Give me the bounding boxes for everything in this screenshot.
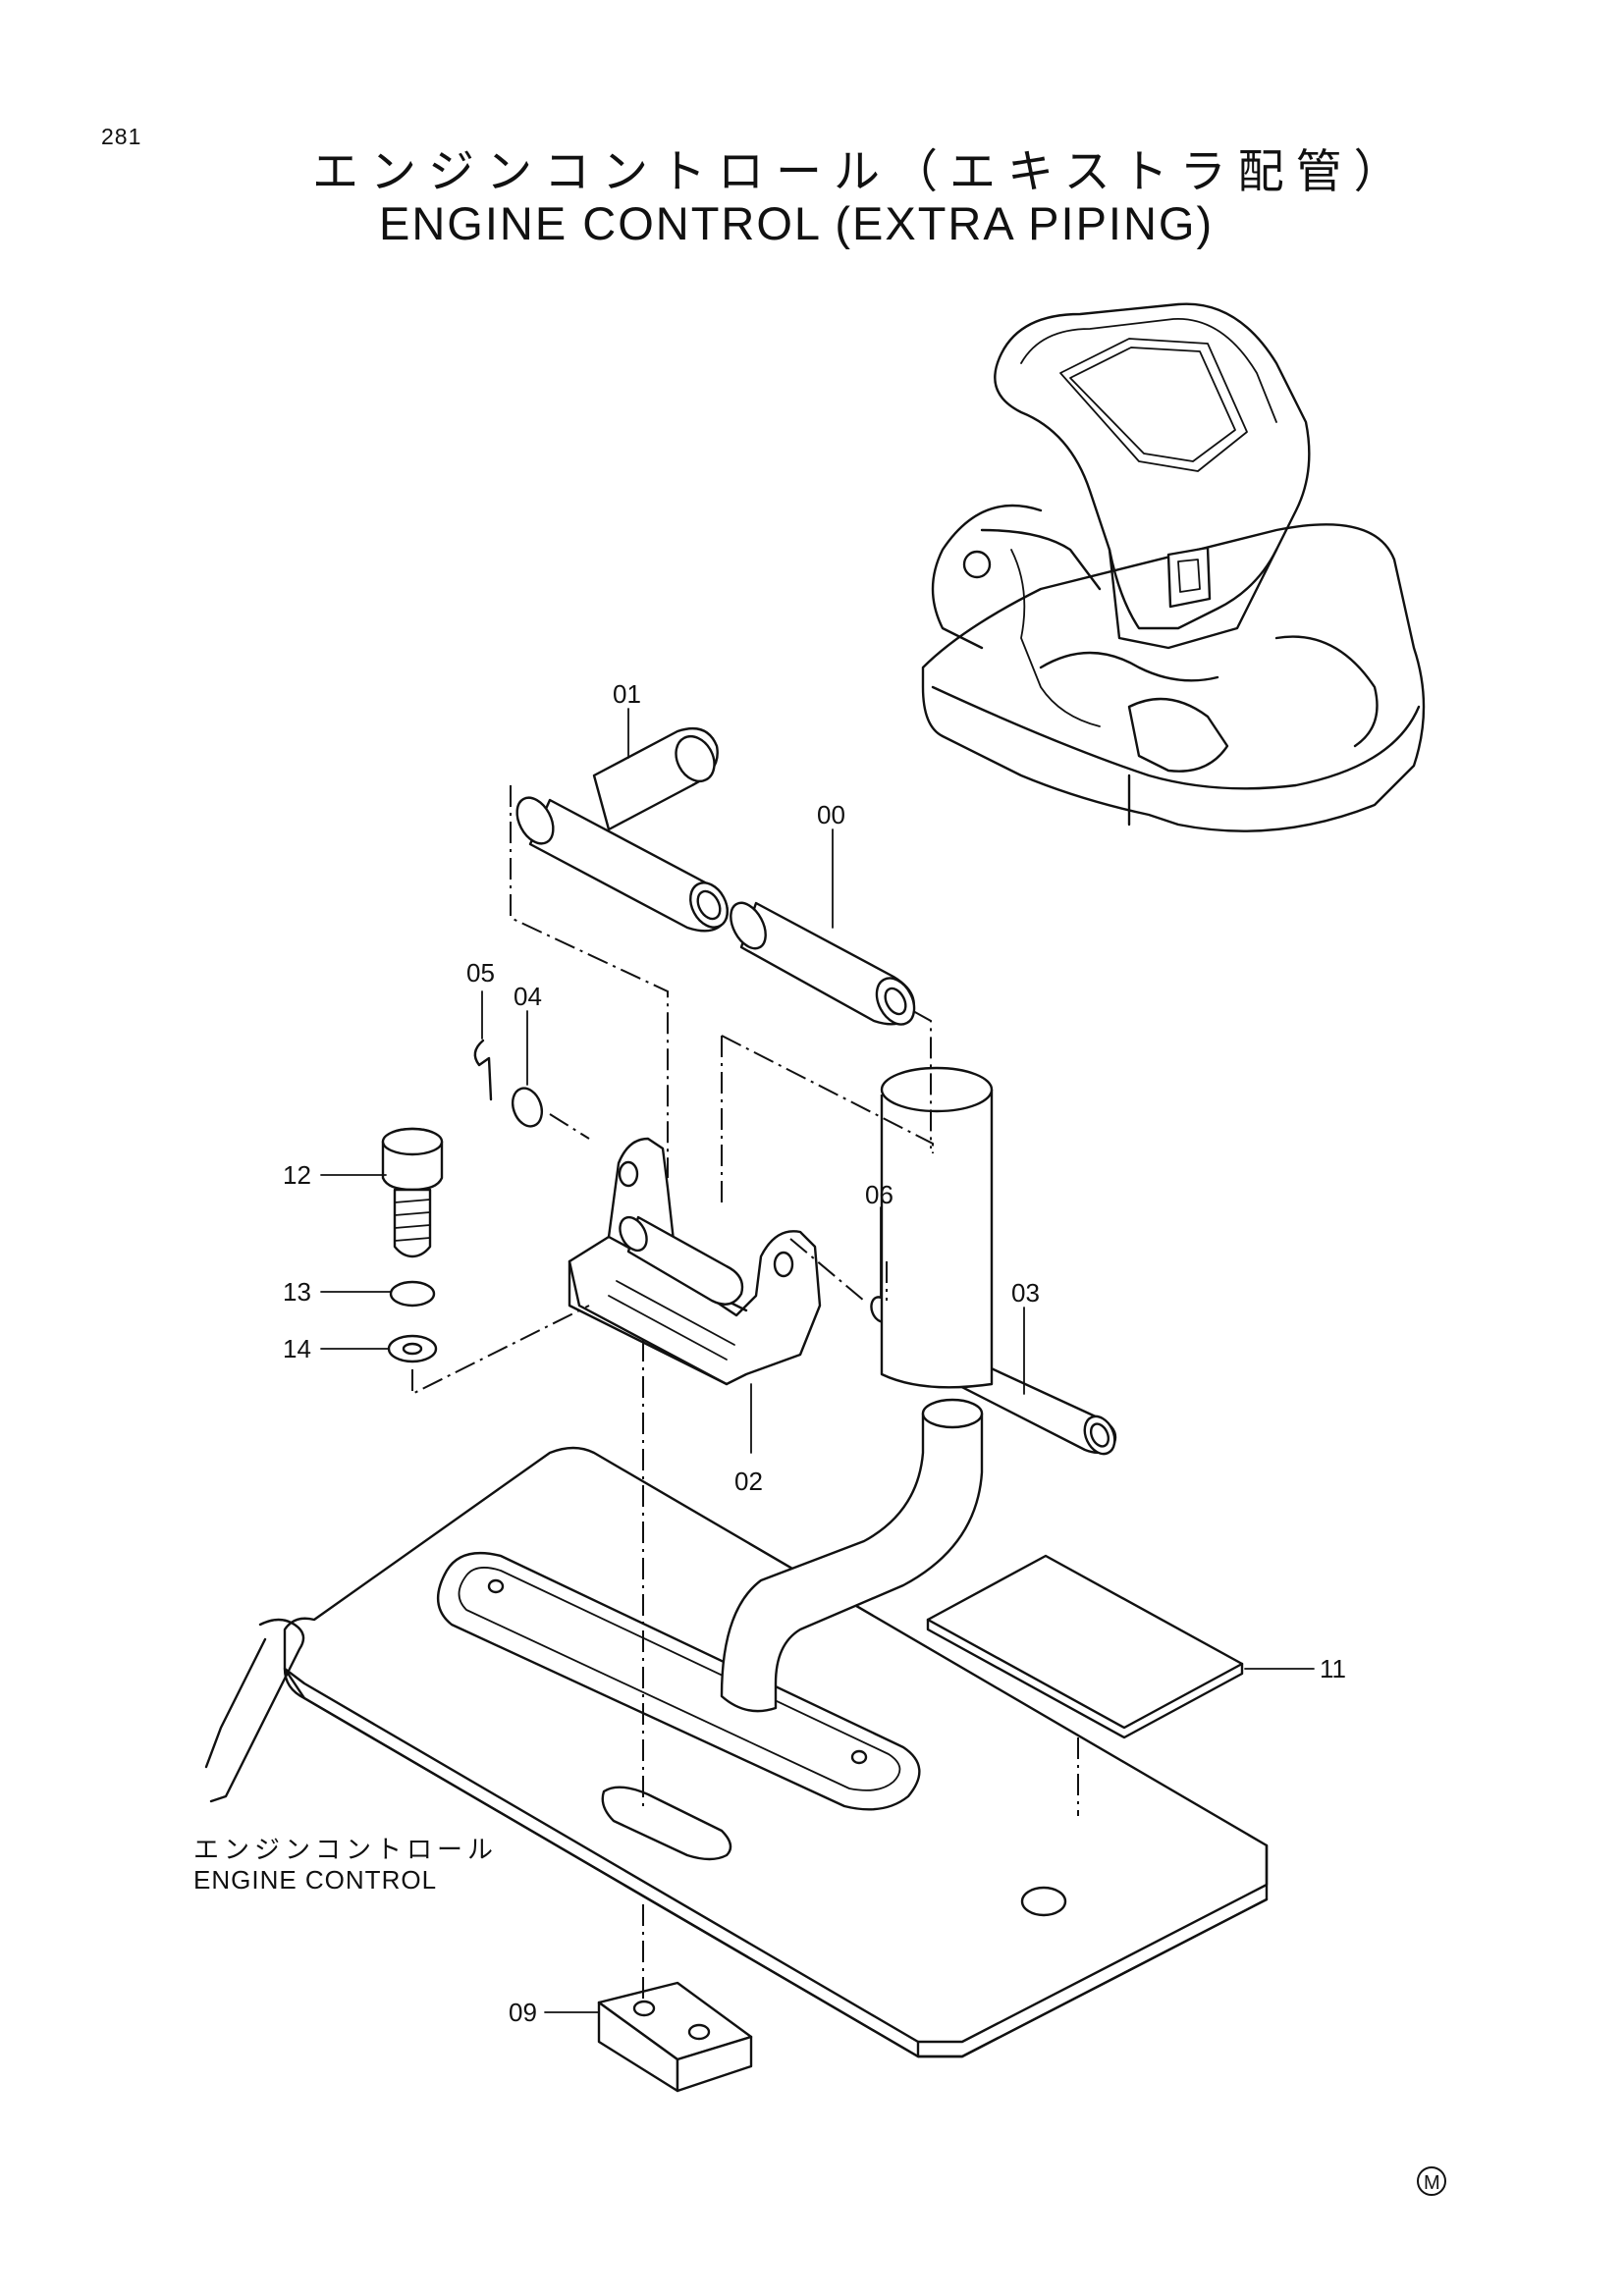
part-02-handle [515, 726, 729, 933]
circled-m-mark: M [1417, 2166, 1446, 2196]
callout-00: 02 [734, 1467, 763, 1496]
assembly-guide-lines [411, 785, 1079, 2002]
part-05-cotter-pin [473, 1039, 493, 1101]
page-number: 281 [101, 124, 142, 149]
callout-03: 03 [1011, 1278, 1040, 1308]
title-english: ENGINE CONTROL (EXTRA PIPING) [379, 197, 1215, 249]
part-04-washer [511, 1087, 544, 1128]
mark-letter: M [1424, 2172, 1440, 2194]
part-13-spring-washer [389, 1280, 436, 1308]
callout-01: 00 [817, 800, 845, 829]
callout-11: 11 [1320, 1654, 1346, 1683]
callout-04: 04 [514, 982, 542, 1011]
base-plate [204, 1066, 1269, 2058]
part-00-bracket [568, 1137, 822, 1386]
callout-05: 05 [466, 958, 495, 988]
part-callouts: 01 00 05 04 12 06 13 03 14 02 11 09 [283, 679, 1346, 2027]
callout-09: 09 [509, 1998, 537, 2027]
part-01-bushing [730, 901, 916, 1026]
callout-13: 13 [283, 1277, 311, 1307]
leader-lines [320, 708, 1315, 2013]
callout-14: 14 [283, 1334, 311, 1363]
callout-06: 06 [865, 1180, 893, 1209]
callout-12: 12 [283, 1160, 311, 1190]
part-09-block [597, 1981, 753, 2093]
part-12-bolt [381, 1127, 444, 1258]
machine-cab-illustration [921, 302, 1426, 832]
title-japanese: エンジンコントロール（エキストラ配管） [312, 145, 1412, 199]
reference-label-english: ENGINE CONTROL [193, 1865, 438, 1895]
callout-02: 01 [613, 679, 641, 709]
reference-label-japanese: エンジンコントロール [193, 1836, 499, 1865]
